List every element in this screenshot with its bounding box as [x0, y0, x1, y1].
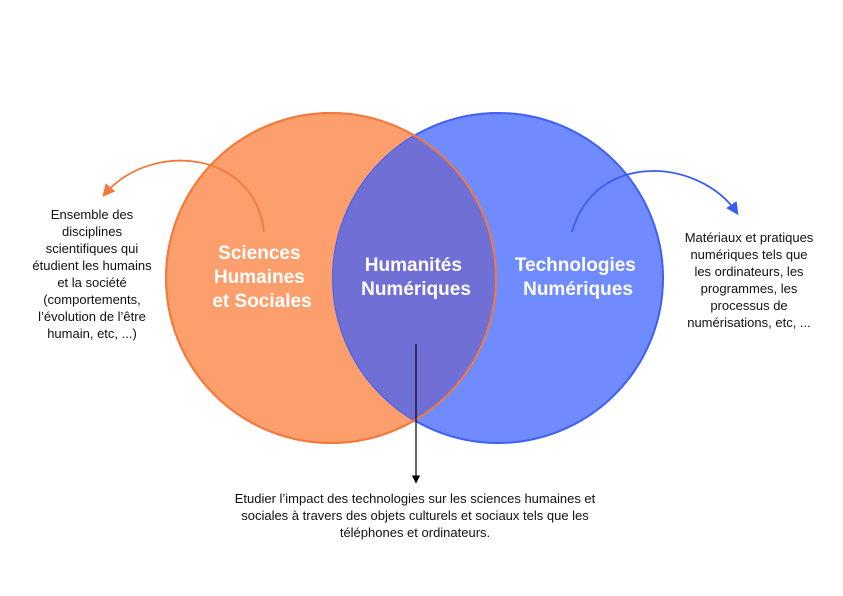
- note-technologies-numeriques: Matériaux et pratiques numériques tels q…: [664, 229, 834, 331]
- label-line: Humaines: [214, 267, 305, 288]
- circle-sciences-humaines-outline: [165, 112, 497, 444]
- note-line: scientifiques qui: [45, 241, 139, 256]
- note-line: sociales à travers des objets culturels …: [241, 508, 589, 523]
- note-line: étudient les humains: [32, 258, 152, 273]
- note-line: humain, etc, ...): [47, 326, 137, 341]
- note-line: Matériaux et pratiques: [684, 230, 814, 245]
- arrow-to-right-note: [571, 170, 739, 233]
- arrow-to-left-note: [102, 159, 265, 233]
- note-line: disciplines: [62, 224, 122, 239]
- note-line: (comportements,: [43, 292, 141, 307]
- label-technologies-numeriques: Technologies Numériques: [515, 255, 641, 300]
- label-sciences-humaines: Sciences Humaines et Sociales: [212, 243, 311, 312]
- label-line: Numériques: [361, 279, 471, 300]
- label-line: Humanités: [365, 255, 462, 276]
- note-sciences-humaines: Ensemble des disciplines scientifiques q…: [22, 206, 162, 342]
- note-line: et la société: [57, 275, 127, 290]
- note-line: numérisations, etc, ...: [687, 315, 811, 330]
- note-line: Etudier l’impact des technologies sur le…: [234, 491, 596, 506]
- label-humanites-numeriques: Humanités Numériques: [361, 255, 471, 300]
- note-line: Ensemble des: [50, 207, 134, 222]
- note-line: les ordinateurs, les: [694, 264, 804, 279]
- label-line: Technologies: [515, 255, 636, 276]
- note-line: numériques tels que: [690, 247, 808, 262]
- label-line: Numériques: [523, 279, 633, 300]
- note-line: l’évolution de l’être: [38, 309, 146, 324]
- label-line: et Sociales: [212, 291, 311, 312]
- note-line: téléphones et ordinateurs.: [339, 525, 491, 540]
- note-humanites-numeriques: Etudier l’impact des technologies sur le…: [205, 490, 625, 541]
- note-line: processus de: [710, 298, 788, 313]
- note-line: programmes, les: [700, 281, 798, 296]
- label-line: Sciences: [218, 243, 300, 264]
